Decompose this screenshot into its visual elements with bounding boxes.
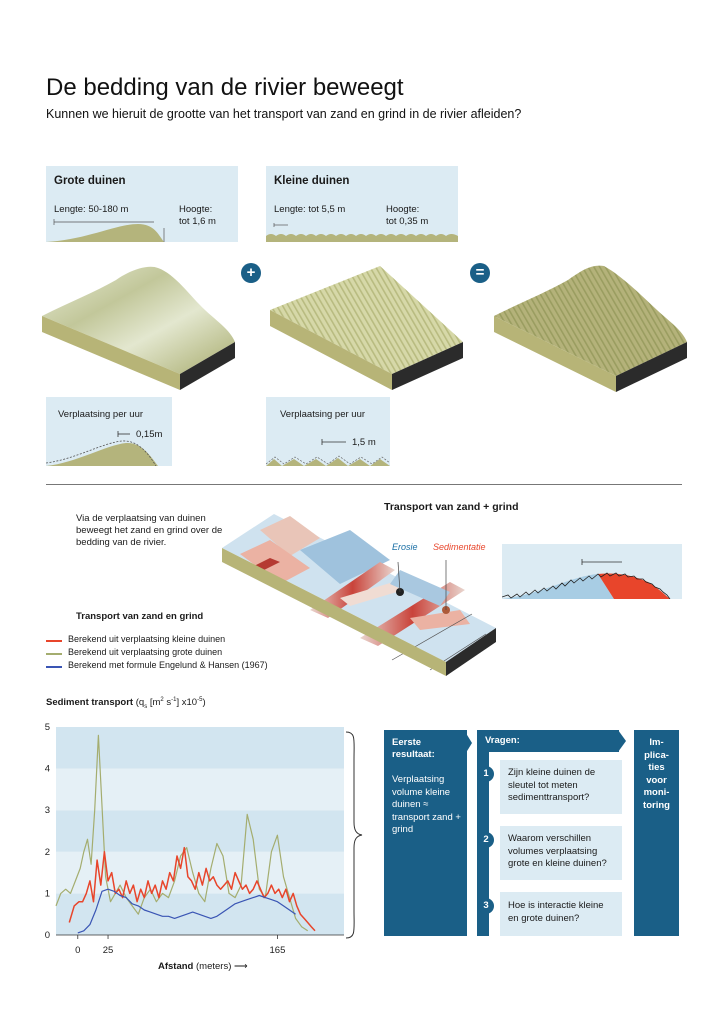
transport-dune-panel — [502, 544, 682, 599]
y-tick-label: 2 — [45, 847, 50, 858]
question-number: 3 — [478, 898, 494, 914]
legend-label: Berekend uit verplaatsing grote duinen — [68, 647, 223, 657]
question-3: Hoe is interactie kleine en grote duinen… — [500, 892, 622, 936]
xlabel-unit: (meters) — [196, 961, 232, 972]
small-dunes-height-value: tot 0,35 m — [386, 216, 429, 227]
large-dunes-length: Lengte: 50-180 m — [54, 204, 129, 215]
small-displacement-label: Verplaatsing per uur — [280, 409, 366, 420]
first-result-body: Verplaatsing volume kleine duinen ≈ tran… — [392, 774, 461, 835]
ylabel-mid: s — [163, 697, 172, 709]
chevron-right-icon — [618, 730, 626, 752]
large-displacement-profile — [46, 431, 158, 466]
small-dune-profile — [266, 223, 458, 242]
small-dunes-panel: Kleine duinen Lengte: tot 5,5 m Hoogte: … — [266, 166, 458, 242]
legend-label: Berekend uit verplaatsing kleine duinen — [68, 634, 226, 644]
sediment-transport-chart: 0 1 2 3 4 5 0 25 165 — [45, 722, 344, 955]
question-number: 2 — [478, 832, 494, 848]
small-displacement-value: 1,5 m — [352, 437, 376, 448]
x-tick-label: 25 — [103, 945, 114, 955]
large-dunes-height-label: Hoogte: — [179, 204, 213, 215]
large-displacement-value: 0,15m — [136, 429, 163, 440]
ylabel-sub: s — [144, 704, 148, 711]
implications-box: Im- plica- ties voor moni- toring — [634, 730, 679, 936]
transport-block — [222, 514, 496, 676]
question-text: Hoe is interactie kleine en grote duinen… — [508, 900, 604, 924]
question-1: Zijn kleine duinen de sleutel tot meten … — [500, 760, 622, 814]
questions-title: Vragen: — [485, 735, 520, 746]
y-tick-label: 3 — [45, 805, 50, 816]
large-dunes-height-value: tot 1,6 m — [179, 216, 216, 227]
small-dunes-height-label: Hoogte: — [386, 204, 420, 215]
y-tick-label: 1 — [45, 888, 50, 899]
brace-icon — [345, 731, 363, 939]
chart-ylabel: Sediment transport (qs [m2 s-1] x10-5) — [46, 697, 206, 710]
transport-dune-profile — [502, 559, 671, 599]
small-dunes-title: Kleine duinen — [274, 175, 350, 187]
section-divider — [46, 484, 682, 485]
chart-band — [56, 768, 344, 811]
first-result-title: Eerste resultaat: — [392, 737, 435, 760]
sedimentation-label: Sedimentatie — [433, 542, 486, 552]
question-number: 1 — [478, 766, 494, 782]
series-line-small-dunes — [68, 846, 316, 932]
page-subtitle: Kunnen we hieruit de grootte van het tra… — [46, 107, 522, 121]
legend-swatch — [46, 653, 62, 655]
ylabel-end: ] x10 — [176, 697, 198, 709]
plus-icon: + — [241, 263, 261, 283]
xlabel-arrow: ⟶ — [234, 961, 248, 972]
large-dunes-panel: Grote duinen Lengte: 50-180 m Hoogte: to… — [46, 166, 238, 242]
legend-title: Transport van zand en grind — [76, 611, 204, 622]
x-tick-label: 165 — [270, 945, 286, 955]
legend-swatch — [46, 640, 62, 642]
questions-header: Vragen: — [477, 730, 626, 752]
large-dunes-title: Grote duinen — [54, 175, 126, 187]
legend-label: Berekend met formule Engelund & Hansen (… — [68, 660, 268, 670]
ylabel-unit: (q — [135, 697, 145, 709]
small-dunes-length: Lengte: tot 5,5 m — [274, 204, 346, 215]
legend-swatch — [46, 666, 62, 668]
small-dunes-block — [270, 266, 463, 390]
ylabel-close: ) — [202, 697, 206, 709]
y-tick-label: 4 — [45, 764, 50, 775]
large-dunes-block — [42, 266, 235, 390]
large-displacement-label: Verplaatsing per uur — [58, 409, 144, 420]
question-text: Zijn kleine duinen de sleutel tot meten … — [508, 767, 596, 803]
series-line-engelund-hansen — [77, 888, 296, 934]
chart-xlabel: Afstand (meters) ⟶ — [158, 961, 248, 972]
ylabel-sup3: -5 — [197, 697, 203, 703]
equals-icon: = — [470, 263, 490, 283]
y-tick-label: 5 — [45, 722, 50, 733]
transport-title: Transport van zand + grind — [384, 501, 519, 513]
ylabel-sup2: -1 — [171, 697, 177, 703]
erosion-label: Erosie — [392, 542, 418, 552]
ylabel-sup1: 2 — [160, 697, 164, 703]
chart-band — [56, 810, 344, 852]
large-displacement-panel: Verplaatsing per uur 0,15m — [46, 397, 172, 466]
implications-text: Im- plica- ties voor moni- toring — [643, 737, 670, 811]
combined-dunes-block — [494, 265, 687, 392]
y-tick-label: 0 — [45, 930, 50, 941]
xlabel-main: Afstand — [158, 961, 194, 972]
small-displacement-panel: Verplaatsing per uur 1,5 m — [266, 397, 390, 466]
chevron-right-icon — [464, 730, 472, 756]
ylabel-main: Sediment transport — [46, 697, 134, 709]
x-tick-label: 0 — [75, 945, 80, 955]
page-title: De bedding van de rivier beweegt — [46, 74, 404, 101]
question-2: Waarom verschillen volumes verplaatsing … — [500, 826, 622, 880]
large-dune-profile — [46, 219, 165, 242]
first-result-box: Eerste resultaat: Verplaatsing volume kl… — [384, 730, 472, 936]
transport-intro: Via de verplaatsing van duinen beweegt h… — [76, 513, 223, 548]
small-displacement-profile — [266, 439, 390, 466]
ylabel-rest: [m — [147, 697, 161, 709]
question-text: Waarom verschillen volumes verplaatsing … — [508, 833, 607, 869]
chart-band — [56, 727, 344, 769]
